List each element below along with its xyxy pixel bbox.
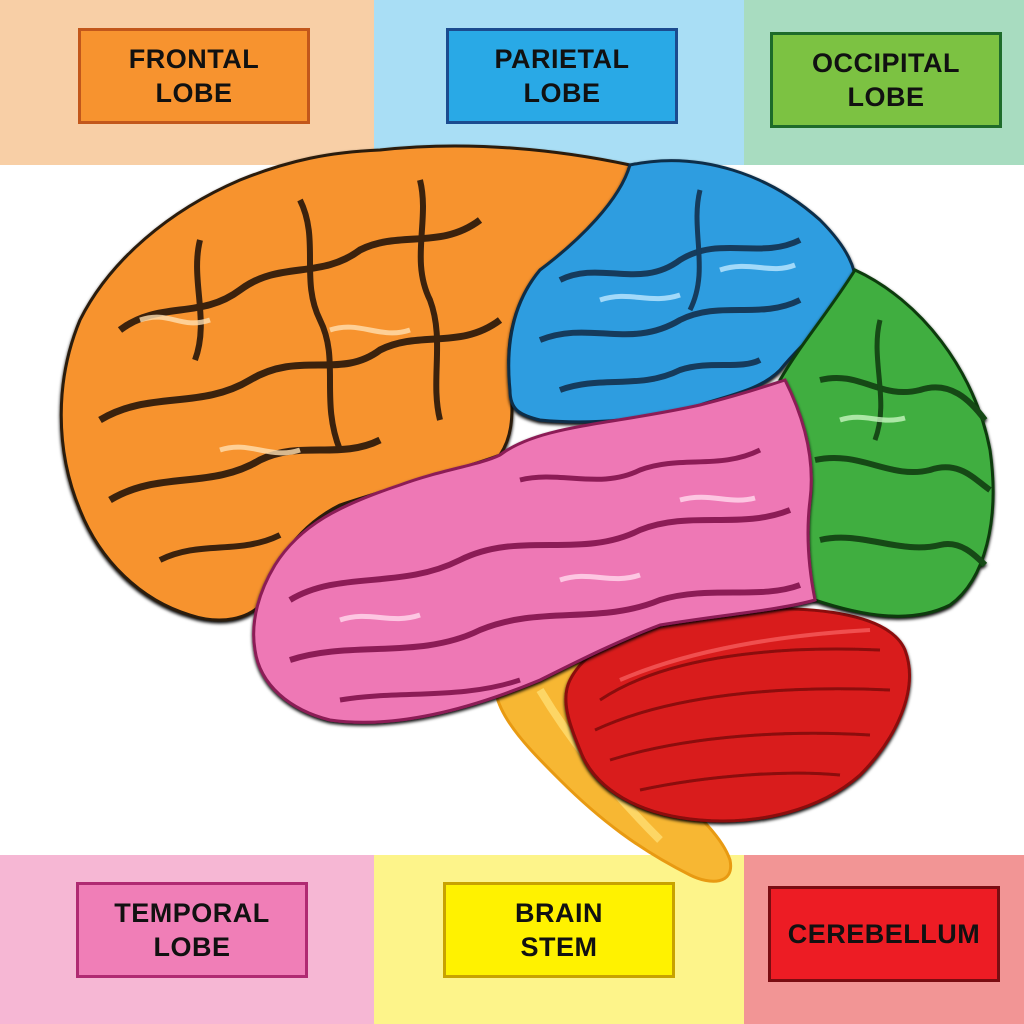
- brain-stem-label: BRAIN STEM: [443, 882, 675, 978]
- parietal-lobe-label: PARIETAL LOBE: [446, 28, 678, 124]
- cerebellum-label: CEREBELLUM: [768, 886, 1000, 982]
- parietal-lobe-region: [507, 159, 858, 424]
- frontal-lobe-label: FRONTAL LOBE: [78, 28, 310, 124]
- temporal-lobe-label: TEMPORAL LOBE: [76, 882, 308, 978]
- temporal-lobe-region: [252, 378, 817, 724]
- occipital-lobe-label: OCCIPITAL LOBE: [770, 32, 1002, 128]
